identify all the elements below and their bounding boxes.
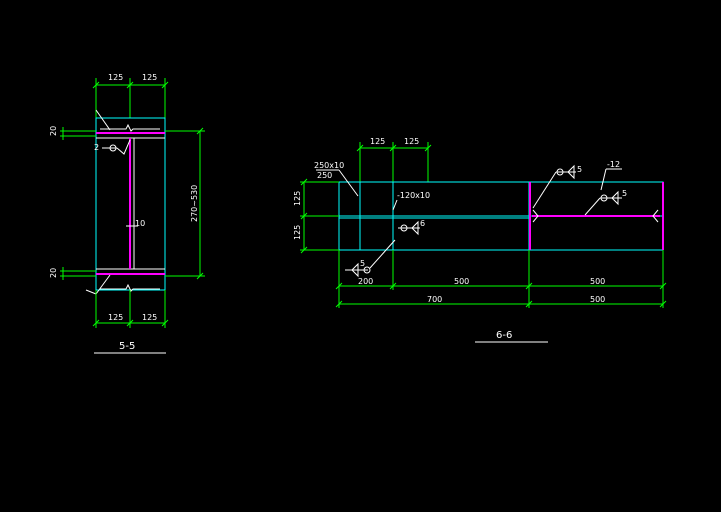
label-plate-2: -120x10 [397,191,430,200]
label-weld-2: 5 [360,259,365,268]
bottom-dimension: 125 125 [92,290,169,328]
section-title-6-6: 6-6 [496,330,512,341]
dim-right-top-left: 125 [370,137,385,146]
dim-bottom-right: 125 [142,313,157,322]
dim-web: 10 [135,219,145,228]
dim-height: 270~530 [190,185,199,222]
dim-bottom-left: 125 [108,313,123,322]
top-dimension-right: 125 125 [356,137,432,182]
dim-vert-bottom: 125 [293,225,302,240]
label-weld-1: 6 [420,219,425,228]
dim-flange-bottom: 20 [49,268,58,278]
height-dimension: 270~530 [165,127,205,280]
label-plate-1: 250x10 [314,161,344,170]
label-weld-3: 5 [577,165,582,174]
dim-right-top-right: 125 [404,137,419,146]
label-plate-1b: 250 [317,171,332,180]
dim-top-left: 125 [108,73,123,82]
dim-seg-1: 200 [358,277,373,286]
dim-flange-top: 20 [49,126,58,136]
section-title-5-5: 5-5 [119,341,135,352]
section-5-5: 125 125 2 10 20 [49,73,205,354]
label-weld-4: 5 [622,189,627,198]
vertical-dims: 125 125 [293,178,339,254]
dim-top-right: 125 [142,73,157,82]
svg-text:2: 2 [94,143,99,152]
bottom-dims-row-2: 700 500 [335,295,667,308]
flange-dims: 20 20 [49,126,96,280]
dim-total-right: 500 [590,295,605,304]
dim-vert-top: 125 [293,191,302,206]
dim-total-left: 700 [427,295,442,304]
dim-seg-2: 500 [454,277,469,286]
label-plate-3: -12 [607,160,620,169]
bottom-dims-row-1: 200 500 500 [335,250,667,308]
dim-seg-3: 500 [590,277,605,286]
top-dimension: 125 125 [92,73,169,118]
section-6-6: 125 125 250x10 250 -120x10 6 5 [293,137,667,343]
